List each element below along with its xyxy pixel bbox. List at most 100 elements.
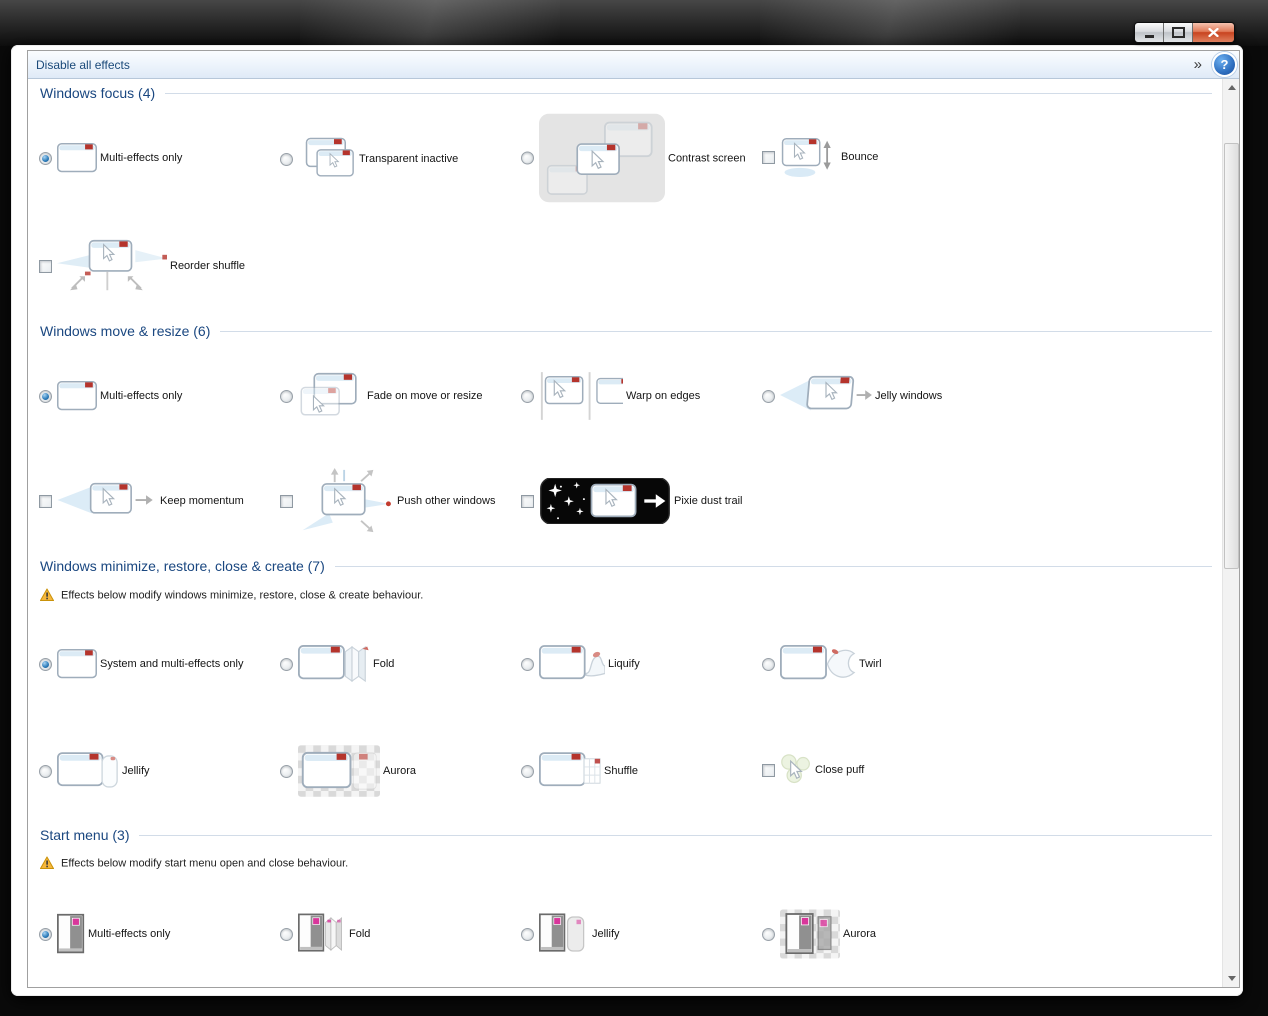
checkbox-reorder-shuffle[interactable] xyxy=(39,259,52,273)
option-system-and-multi-effects-only[interactable]: System and multi-effects only xyxy=(39,649,243,679)
startmenu-icon xyxy=(57,913,85,954)
option-label: Bounce xyxy=(841,151,879,163)
window-icon xyxy=(57,649,97,679)
close-icon xyxy=(1208,28,1219,37)
option-startmenu-jellify[interactable]: Jellify xyxy=(521,913,620,955)
radio-twirl[interactable] xyxy=(762,657,775,671)
radio-warp-on-edges[interactable] xyxy=(521,389,534,403)
option-liquify[interactable]: Liquify xyxy=(521,644,640,684)
window-shuffle-grid-icon xyxy=(539,752,601,787)
option-startmenu-multi-effects-only[interactable]: Multi-effects only xyxy=(39,913,170,955)
option-reorder-shuffle[interactable]: Reorder shuffle xyxy=(39,238,245,294)
window-title-bar xyxy=(0,0,1268,46)
disable-all-effects-link[interactable]: Disable all effects xyxy=(36,57,130,72)
scrollbar-thumb[interactable] xyxy=(1224,143,1239,569)
window-push-arrows-icon xyxy=(302,468,391,533)
checkbox-push-other-windows[interactable] xyxy=(280,494,293,508)
maximize-button[interactable] xyxy=(1164,23,1193,42)
option-label: Contrast screen xyxy=(668,152,746,164)
option-label: Jellify xyxy=(592,928,620,940)
checkbox-pixie-dust-trail[interactable] xyxy=(521,494,534,508)
glass-sheen xyxy=(760,0,1020,46)
window-reorder-arrows-icon xyxy=(57,239,167,291)
option-label: Multi-effects only xyxy=(100,390,183,402)
overflow-chevron-icon[interactable]: » xyxy=(1193,56,1202,73)
startmenu-fold-icon xyxy=(298,913,342,952)
radio-focus-multi-effects-only[interactable] xyxy=(39,151,52,165)
radio-fold[interactable] xyxy=(280,657,293,671)
option-jellify[interactable]: Jellify xyxy=(39,751,150,791)
section-header-windows-focus: Windows focus (4) xyxy=(40,83,1218,103)
option-push-other-windows[interactable]: Push other windows xyxy=(280,468,495,534)
option-startmenu-fold[interactable]: Fold xyxy=(280,913,370,955)
option-label: Multi-effects only xyxy=(100,152,183,164)
option-pixie-dust-trail[interactable]: Pixie dust trail xyxy=(521,478,742,524)
window-twirl-icon xyxy=(780,645,856,680)
option-label: System and multi-effects only xyxy=(100,658,244,670)
radio-transparent-inactive[interactable] xyxy=(280,152,293,166)
warning-icon xyxy=(40,856,54,869)
radio-aurora[interactable] xyxy=(280,764,293,778)
warning-text: Effects below modify windows minimize, r… xyxy=(61,589,424,601)
radio-startmenu-jellify[interactable] xyxy=(521,927,534,941)
option-label: Fold xyxy=(373,658,395,670)
jelly-window-arrow-icon xyxy=(780,375,872,411)
option-bounce[interactable]: Bounce xyxy=(762,137,878,177)
section-header-start-menu: Start menu (3) xyxy=(40,825,1218,845)
option-label: Aurora xyxy=(843,928,877,940)
radio-startmenu-multi-effects-only[interactable] xyxy=(39,927,52,941)
radio-liquify[interactable] xyxy=(521,657,534,671)
window-icon xyxy=(57,381,97,411)
option-label: Shuffle xyxy=(604,765,639,777)
window-bounce-arrow-icon xyxy=(781,137,831,177)
minimize-icon xyxy=(1144,35,1154,38)
option-label: Multi-effects only xyxy=(88,928,171,940)
radio-system-and-multi-effects-only[interactable] xyxy=(39,657,52,671)
vertical-scrollbar[interactable] xyxy=(1222,79,1239,987)
radio-contrast-screen[interactable] xyxy=(521,151,534,165)
option-warp-on-edges[interactable]: Warp on edges xyxy=(521,372,700,420)
radio-jelly-windows[interactable] xyxy=(762,389,775,403)
overlapping-windows-cursor-icon xyxy=(305,137,354,177)
option-fold[interactable]: Fold xyxy=(280,644,394,684)
option-fade-on-move-or-resize[interactable]: Fade on move or resize xyxy=(280,372,483,420)
app-window: Disable all effects » ? Windows focus (4… xyxy=(11,45,1243,996)
option-label: Pixie dust trail xyxy=(674,495,743,507)
radio-jellify[interactable] xyxy=(39,764,52,778)
option-label: Liquify xyxy=(608,658,640,670)
option-label: Jelly windows xyxy=(875,390,943,402)
option-keep-momentum[interactable]: Keep momentum xyxy=(39,481,244,521)
glass-sheen xyxy=(300,0,560,46)
scroll-down-button[interactable] xyxy=(1223,970,1239,987)
checkbox-keep-momentum[interactable] xyxy=(39,494,52,508)
radio-fade-on-move-or-resize[interactable] xyxy=(280,389,293,403)
radio-shuffle[interactable] xyxy=(521,764,534,778)
radio-move-multi-effects-only[interactable] xyxy=(39,389,52,403)
minimize-button[interactable] xyxy=(1135,23,1164,42)
warning-text: Effects below modify start menu open and… xyxy=(61,857,349,869)
window-aurora-icon xyxy=(298,745,380,797)
option-label: Keep momentum xyxy=(160,495,244,507)
radio-startmenu-aurora[interactable] xyxy=(762,927,775,941)
option-shuffle[interactable]: Shuffle xyxy=(521,751,638,791)
option-focus-multi-effects-only[interactable]: Multi-effects only xyxy=(39,143,182,173)
option-contrast-screen[interactable]: Contrast screen xyxy=(521,113,746,203)
checkbox-close-puff[interactable] xyxy=(762,763,775,777)
option-startmenu-aurora[interactable]: Aurora xyxy=(762,909,876,959)
scroll-up-button[interactable] xyxy=(1223,79,1239,96)
option-twirl[interactable]: Twirl xyxy=(762,643,882,685)
window-jellify-icon xyxy=(57,752,118,788)
startmenu-aurora-icon xyxy=(780,909,840,959)
option-move-multi-effects-only[interactable]: Multi-effects only xyxy=(39,381,182,411)
option-label: Twirl xyxy=(859,658,882,670)
close-button[interactable] xyxy=(1193,23,1234,42)
radio-startmenu-fold[interactable] xyxy=(280,927,293,941)
option-jelly-windows[interactable]: Jelly windows xyxy=(762,374,942,418)
help-button[interactable]: ? xyxy=(1212,52,1237,77)
option-close-puff[interactable]: Close puff xyxy=(762,753,864,787)
option-transparent-inactive[interactable]: Transparent inactive xyxy=(280,137,458,181)
option-aurora[interactable]: Aurora xyxy=(280,745,416,797)
option-label: Fade on move or resize xyxy=(367,390,483,402)
maximize-icon xyxy=(1171,27,1185,38)
checkbox-bounce[interactable] xyxy=(762,150,775,164)
